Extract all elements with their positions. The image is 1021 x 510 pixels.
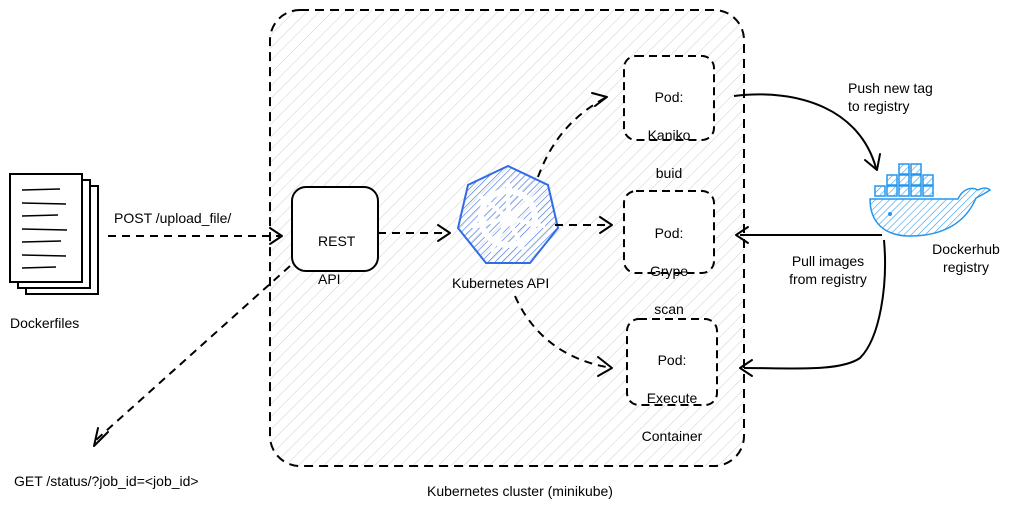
docker-whale-icon [869,163,992,237]
push-tag-line1: Push new tag [848,80,933,96]
pod-grype-box [623,190,715,274]
dockerhub-line1: Dockerhub [932,241,1000,257]
pod-grype-line1: Pod: [654,225,684,241]
post-upload-label: POST /upload_file/ [114,210,232,226]
push-tag-line2: to registry [848,98,910,114]
arrowheads [93,92,881,447]
get-status-label: GET /status/?job_id=<job_id> [14,473,199,489]
pod-execute-line1: Pod: [657,352,687,368]
pod-kaniko-line3: buid [655,165,683,181]
rest-api-line2: API [318,271,341,287]
rest-api-line1: REST [318,233,356,249]
dockerfiles-label: Dockerfiles [10,315,80,331]
pull-images-line1: Pull images [791,253,865,269]
pod-execute-line3: Container [641,428,703,444]
dockerhub-line2: registry [943,259,989,275]
rest-api-box [291,186,379,272]
pod-execute-label: Pod: Execute Container [627,332,717,465]
document-stack-icon [9,173,99,295]
pod-grype-line3: scan [654,301,684,317]
pod-execute-line2: Execute [646,390,698,406]
dashed-connectors [95,97,613,441]
dockerhub-label: Dockerhub registry [926,240,1006,276]
pull-images-label: Pull images from registry [780,252,876,288]
kubernetes-helm-icon [456,164,560,264]
pod-kaniko-line1: Pod: [654,89,684,105]
pod-execute-box [626,318,718,406]
rest-api-label: REST API [318,213,355,308]
pod-grype-line2: Grype [649,263,689,279]
pull-images-line2: from registry [789,271,867,287]
solid-connectors [733,93,886,370]
pod-kaniko-line2: Kaniko [647,127,691,143]
kubernetes-api-label: Kubernetes API [452,275,550,291]
cluster-label: Kubernetes cluster (minikube) [427,483,613,499]
pod-kaniko-box [623,55,715,141]
pod-kaniko-label: Pod: Kaniko buid [624,69,714,202]
push-tag-label: Push new tag to registry [848,79,933,115]
pod-grype-label: Pod: Grype scan [624,205,714,338]
